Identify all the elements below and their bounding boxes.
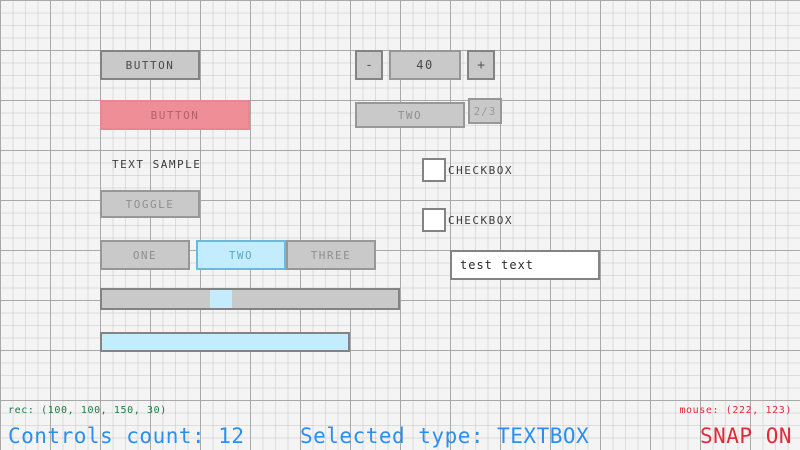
- progress-bar: [100, 332, 350, 352]
- toggle-group-option-two[interactable]: TWO: [196, 240, 286, 270]
- checkbox-input-1[interactable]: [422, 158, 446, 182]
- mouse-info-text: mouse: (222, 123): [679, 405, 792, 416]
- spinner-value-field[interactable]: 40: [389, 50, 461, 80]
- toggle-group-option-two-label: TWO: [228, 248, 254, 262]
- button-danger-label: BUTTON: [150, 108, 200, 122]
- button-danger[interactable]: BUTTON: [100, 100, 250, 130]
- toggle-group-option-one[interactable]: ONE: [100, 240, 190, 270]
- listview-selected-label: TWO: [397, 108, 423, 122]
- toggle-group-option-one-label: ONE: [132, 248, 158, 262]
- spinner-decrement-button[interactable]: -: [355, 50, 383, 80]
- checkbox-row-2[interactable]: CHECKBOX: [422, 208, 513, 232]
- textbox-input[interactable]: test text: [450, 250, 600, 280]
- selected-type-text: Selected type: TEXTBOX: [300, 424, 590, 448]
- toggle-button[interactable]: TOGGLE: [100, 190, 200, 218]
- controls-count-text: Controls count: 12: [8, 424, 245, 448]
- spinner-increment-label: +: [477, 57, 485, 73]
- text-sample-label: TEXT SAMPLE: [112, 158, 202, 171]
- toggle-button-label: TOGGLE: [125, 197, 175, 211]
- spinner-increment-button[interactable]: +: [467, 50, 495, 80]
- button-plain[interactable]: BUTTON: [100, 50, 200, 80]
- listview-count-badge: 2/3: [468, 98, 502, 124]
- listview-count-label: 2/3: [473, 104, 497, 118]
- toggle-group-option-three-label: THREE: [310, 248, 352, 262]
- spinner-decrement-label: -: [365, 57, 373, 73]
- progress-bar-fill: [102, 334, 348, 350]
- checkbox-label-2: CHECKBOX: [448, 213, 513, 227]
- checkbox-input-2[interactable]: [422, 208, 446, 232]
- rec-info-text: rec: (100, 100, 150, 30): [8, 405, 167, 416]
- snap-state-text: SNAP ON: [699, 424, 792, 448]
- slider-handle[interactable]: [210, 290, 232, 308]
- listview-selected-item[interactable]: TWO: [355, 102, 465, 128]
- toggle-group-option-three[interactable]: THREE: [286, 240, 376, 270]
- button-plain-label: BUTTON: [125, 58, 175, 72]
- slider[interactable]: [100, 288, 400, 310]
- spinner-value: 40: [416, 58, 434, 72]
- checkbox-label-1: CHECKBOX: [448, 163, 513, 177]
- checkbox-row-1[interactable]: CHECKBOX: [422, 158, 513, 182]
